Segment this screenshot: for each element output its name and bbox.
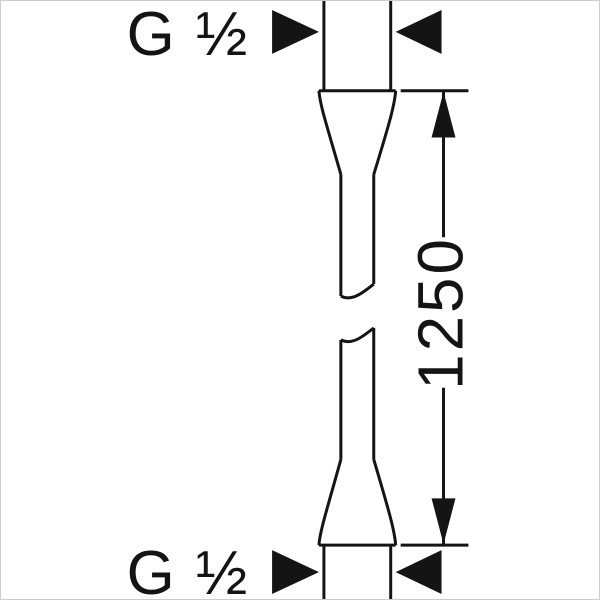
hose-break-upper-edge — [340, 282, 375, 300]
thread-callout-arrow-bottom-left-icon — [272, 550, 319, 595]
hose-length-dimension-label: 1250 — [405, 236, 477, 390]
label-group: G ½ G ½ 1250 — [127, 1, 477, 599]
hose-break-lower-edge — [340, 326, 375, 344]
bottom-thread-size-label: G ½ — [127, 539, 250, 599]
top-thread-size-label: G ½ — [127, 1, 250, 69]
dimension-arrowhead-up-icon — [431, 91, 456, 138]
thread-callout-arrow-bottom-right-icon — [395, 550, 442, 595]
arrow-group — [272, 9, 456, 595]
dimension-arrowhead-down-icon — [431, 498, 456, 545]
thread-callout-arrow-top-left-icon — [272, 9, 319, 54]
top-connector-outline — [317, 89, 398, 175]
bottom-connector-outline — [317, 459, 398, 547]
thread-callout-arrow-top-right-icon — [395, 9, 442, 54]
